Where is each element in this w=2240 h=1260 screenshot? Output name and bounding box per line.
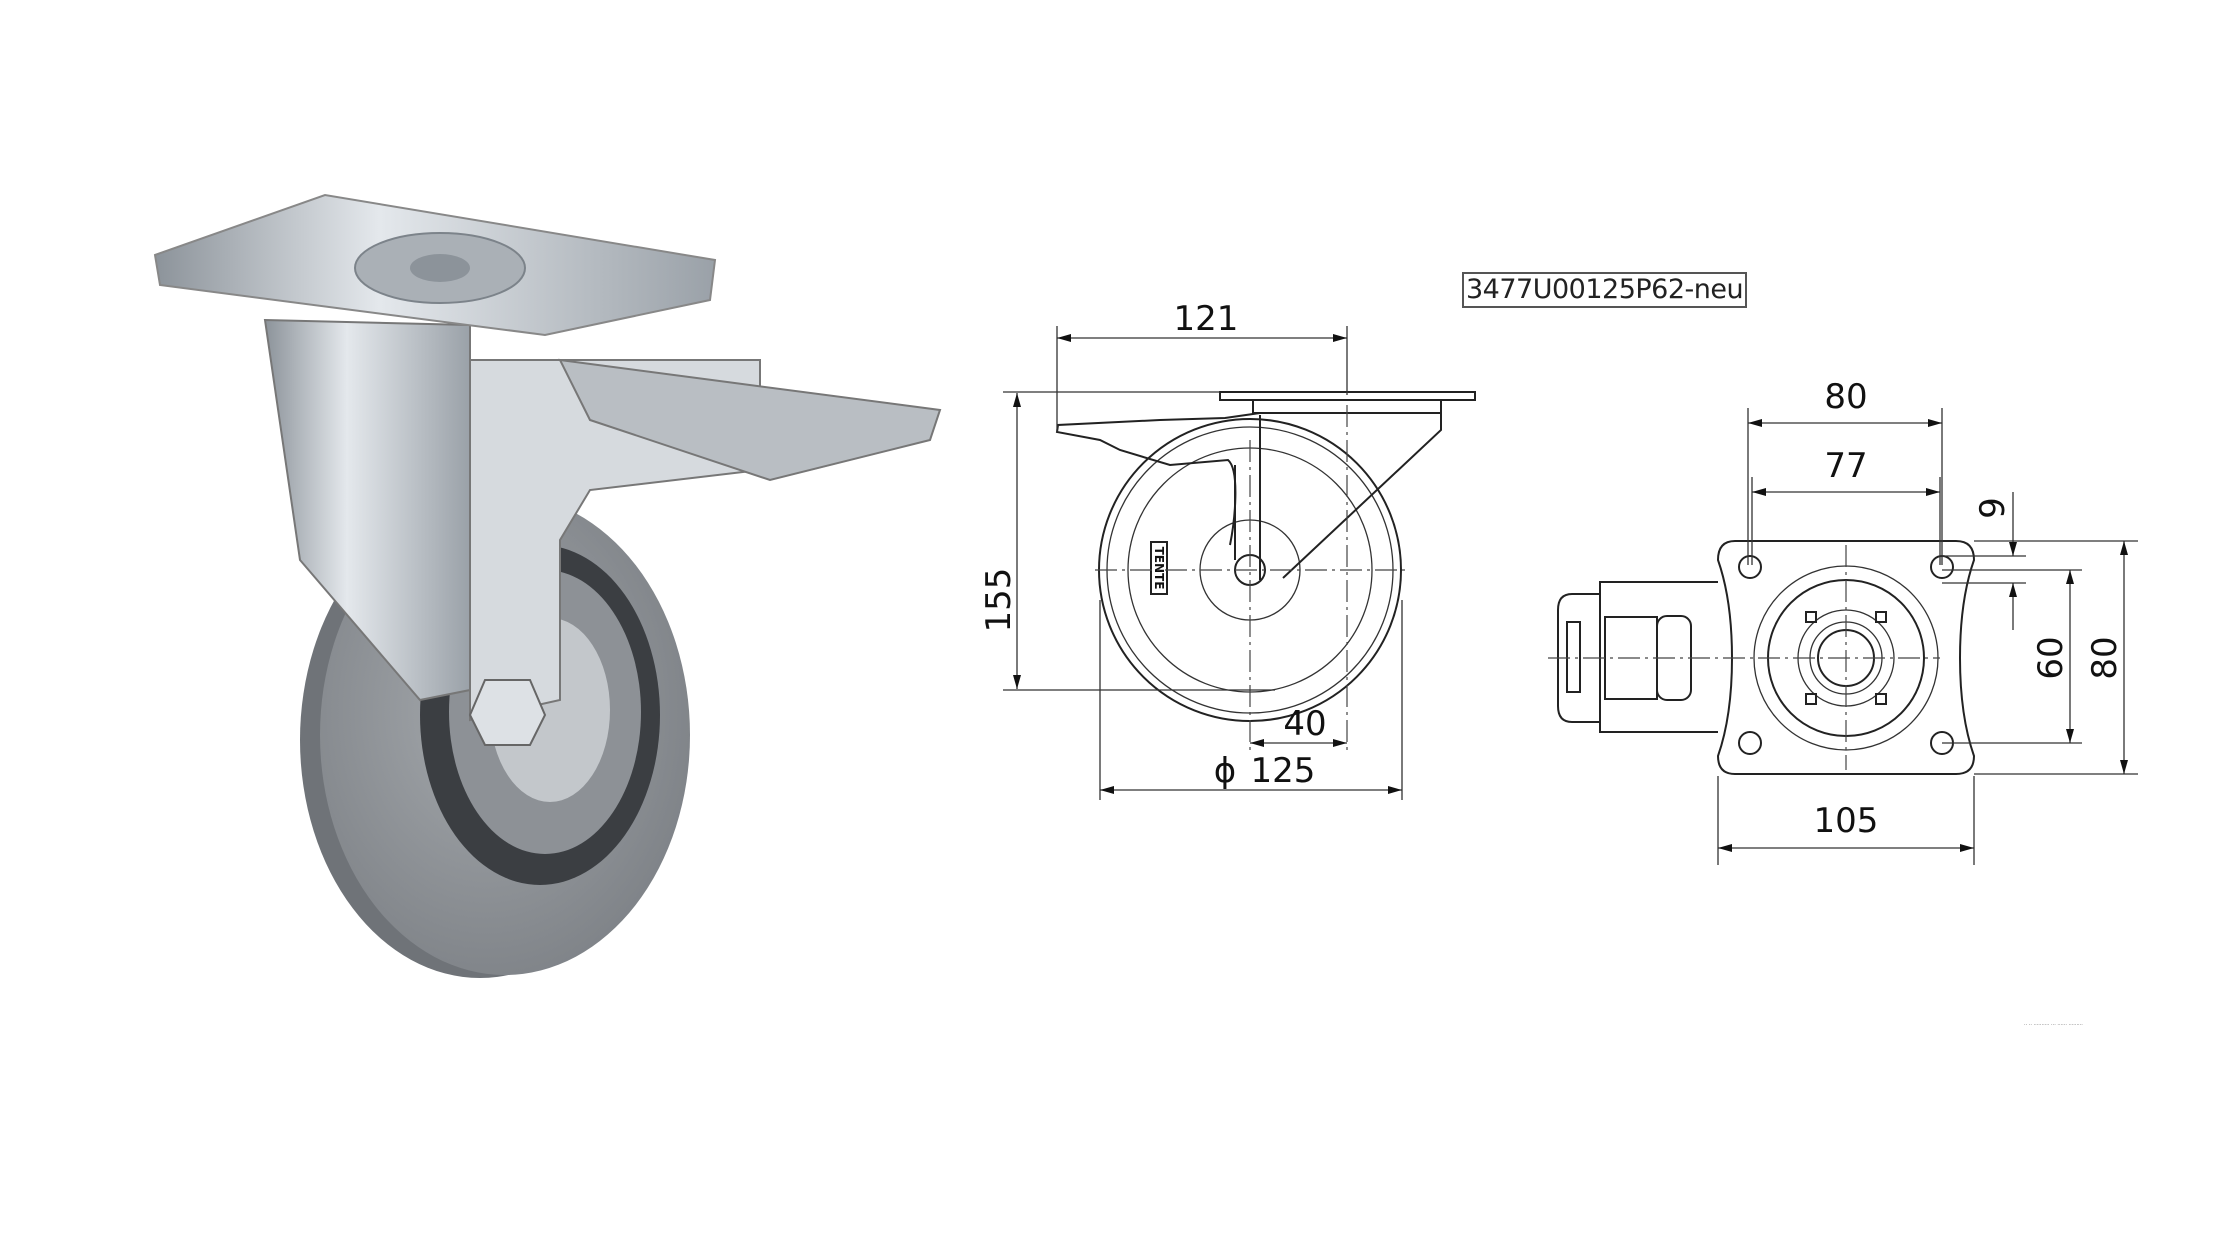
side-view: TENTE 121 155 40 ϕ 125 [979,299,1476,800]
dim-hole-spacing-60: 60 [2031,636,2071,679]
dim-height-155: 155 [979,568,1019,633]
brand-label: TENTE [1152,547,1166,590]
caster-photo [153,193,942,978]
dim-plate-width-80: 80 [1824,377,1867,417]
dim-width-121: 121 [1174,299,1239,339]
footer-note: ·· ·· ·········· ··· ······ ········· [2024,1022,2083,1028]
dim-diameter-125: 125 [1251,751,1316,791]
top-plate [153,193,717,337]
dim-offset-40: 40 [1283,704,1326,744]
brake-pedal [558,358,942,482]
dim-plate-length-105: 105 [1814,801,1879,841]
dim-hole-spacing-77: 77 [1824,446,1867,486]
dim-plate-height-80: 80 [2085,636,2125,679]
diameter-symbol: ϕ [1214,751,1236,791]
dim-hole-offset-9: 9 [1973,497,2013,519]
tente-label-top [1566,621,1581,693]
tente-label [1150,541,1168,595]
top-view: 80 77 9 60 80 105 [1548,377,2138,865]
drawing-code-label: 3477U00125P62-neu [1462,272,1748,308]
